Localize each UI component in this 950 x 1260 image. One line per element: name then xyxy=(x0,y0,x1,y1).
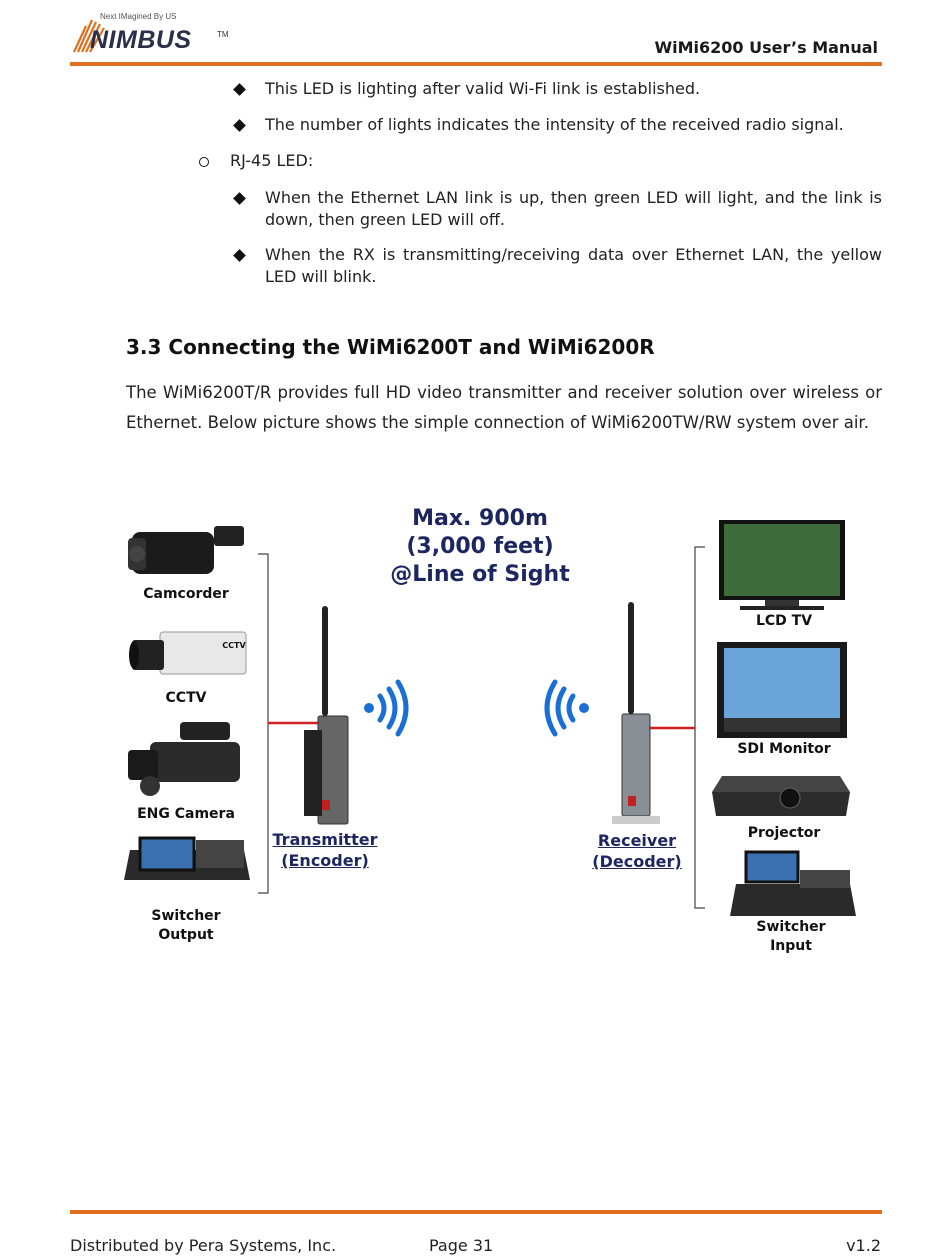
signal-receive-icon xyxy=(544,679,589,737)
circle-bullet-icon xyxy=(199,157,209,167)
logo-wordmark: NIMBUS xyxy=(90,26,192,54)
rj45-label: RJ-45 LED: xyxy=(230,151,314,170)
projector-label: Projector xyxy=(747,825,821,841)
cctv-label: CCTV xyxy=(165,690,207,706)
bullet-text: This LED is lighting after valid Wi-Fi l… xyxy=(265,79,701,98)
switcher-output-label: Switcher Output xyxy=(126,907,246,945)
switcher-output-icon xyxy=(124,836,250,880)
sdi-monitor-label: SDI Monitor xyxy=(737,741,831,757)
diamond-bullet-icon xyxy=(233,83,246,96)
section-heading: 3.3 Connecting the WiMi6200T and WiMi620… xyxy=(126,335,655,359)
connection-diagram xyxy=(124,520,856,916)
signal-transmit-icon xyxy=(364,679,409,737)
page-number: Page 31 xyxy=(429,1236,494,1255)
switcher-input-icon xyxy=(730,850,856,916)
lcd-tv-label: LCD TV xyxy=(755,613,813,629)
receiver-label-line2: (Decoder) xyxy=(592,852,682,871)
receiver-label: Receiver (Decoder) xyxy=(582,830,692,872)
logo-rays-icon xyxy=(73,19,105,53)
sdi-monitor-icon xyxy=(717,642,847,738)
receiver-device-icon xyxy=(612,602,660,824)
manual-title: WiMi6200 User’s Manual xyxy=(654,38,878,57)
range-line-distance: Max. 900m xyxy=(412,506,548,531)
range-callout: Max. 900m (3,000 feet) @Line of Sight xyxy=(380,505,580,589)
eng-camera-icon xyxy=(128,722,240,796)
cctv-camera-icon xyxy=(129,631,247,675)
version-label: v1.2 xyxy=(846,1236,881,1255)
camcorder-label: Camcorder xyxy=(143,586,229,602)
nimbus-logo: Next IMagined By US NIMBUS TM xyxy=(70,12,240,58)
header-rule xyxy=(70,62,882,66)
switcher-output-line1: Switcher xyxy=(151,908,221,924)
diamond-bullet-icon xyxy=(233,249,246,262)
logo-tagline: Next IMagined By US xyxy=(100,12,177,21)
logo-trademark: TM xyxy=(217,30,229,39)
switcher-input-label: Switcher Input xyxy=(731,918,851,956)
lcd-tv-icon xyxy=(719,520,845,610)
diamond-bullet-icon xyxy=(233,192,246,205)
camcorder-icon xyxy=(128,526,244,574)
receiver-label-line1: Receiver xyxy=(597,831,677,850)
switcher-input-line2: Input xyxy=(770,938,812,954)
cctv-badge: CCTV xyxy=(222,641,246,650)
range-line-sight: @Line of Sight xyxy=(390,562,570,587)
section-paragraph: The WiMi6200T/R provides full HD video t… xyxy=(126,383,882,432)
source-bracket xyxy=(258,553,269,894)
switcher-input-line1: Switcher xyxy=(756,919,826,935)
transmitter-label-line1: Transmitter xyxy=(272,830,378,849)
switcher-output-line2: Output xyxy=(158,927,214,943)
projector-icon xyxy=(712,776,850,816)
bullet-text: When the Ethernet LAN link is up, then g… xyxy=(265,188,882,229)
footer-distributor: Distributed by Pera Systems, Inc. xyxy=(70,1236,337,1255)
bullet-text: The number of lights indicates the inten… xyxy=(265,115,844,134)
diamond-bullet-icon xyxy=(233,119,246,132)
transmitter-label-line2: (Encoder) xyxy=(281,851,369,870)
transmitter-device-icon xyxy=(304,606,349,825)
footer-rule xyxy=(70,1210,882,1214)
sink-bracket xyxy=(694,546,705,909)
eng-camera-label: ENG Camera xyxy=(137,806,235,822)
transmitter-label: Transmitter (Encoder) xyxy=(270,829,380,871)
bullet-text: When the RX is transmitting/receiving da… xyxy=(265,245,882,286)
range-line-feet: (3,000 feet) xyxy=(406,534,554,559)
